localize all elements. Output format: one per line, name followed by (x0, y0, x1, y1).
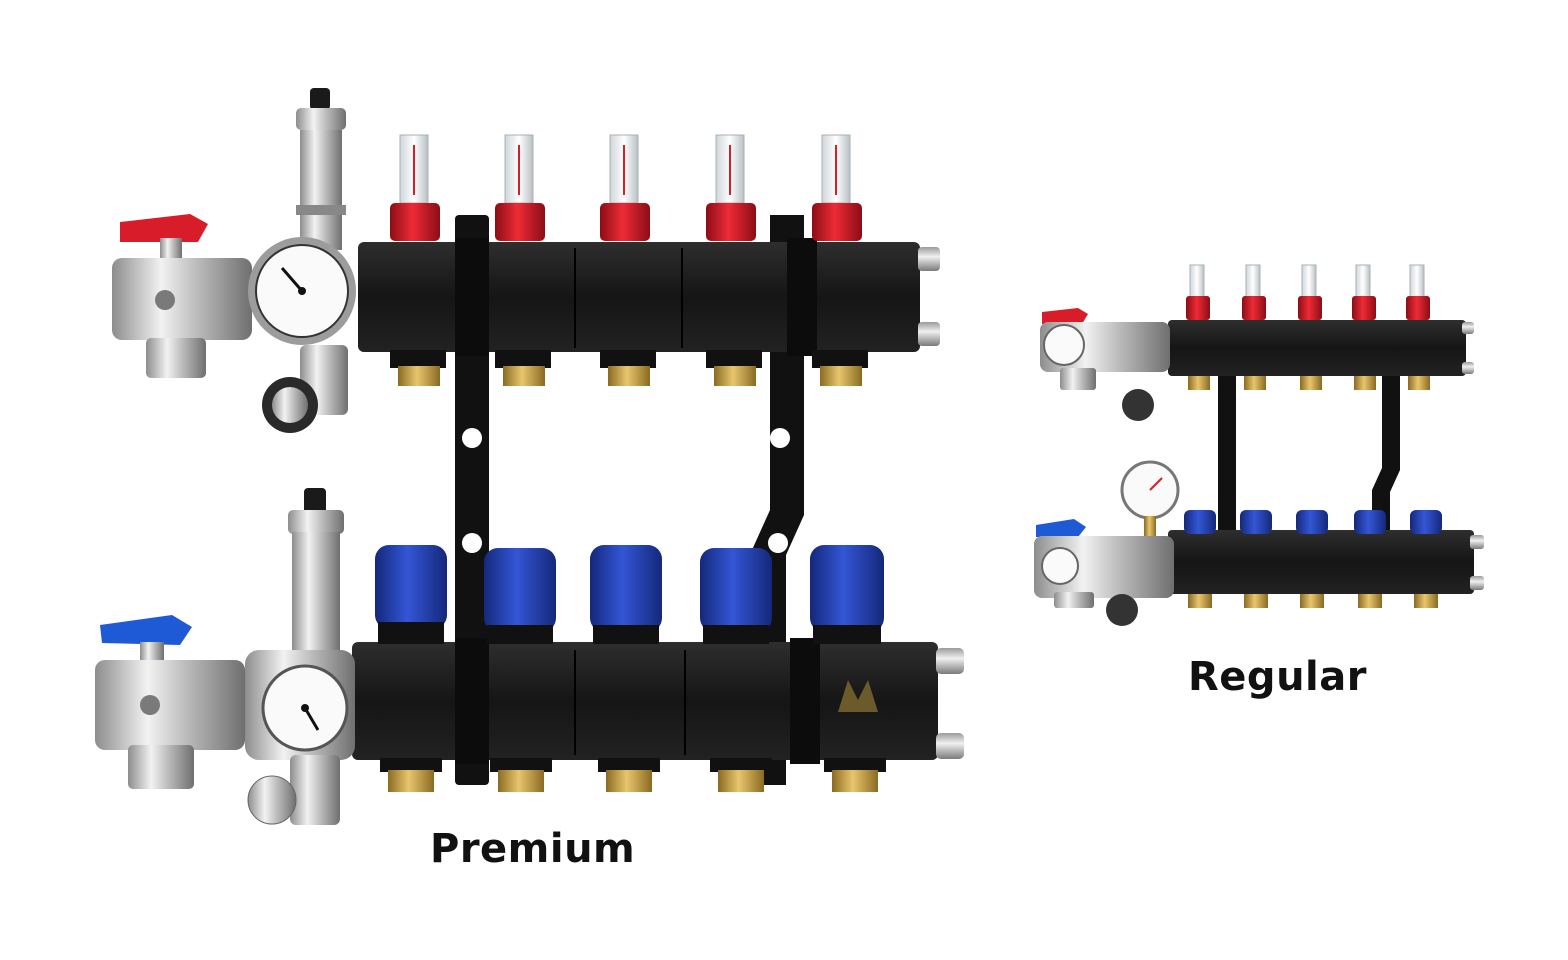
regular-manifold (1034, 264, 1484, 626)
supply-thermometer (248, 237, 356, 345)
return-valve-caps (375, 545, 884, 644)
return-outlets (380, 758, 886, 792)
flow-meters (390, 134, 862, 241)
regular-return-valve-group (1034, 460, 1180, 626)
regular-return-outlets (1188, 594, 1438, 608)
regular-supply-bar (1168, 320, 1474, 376)
regular-return-bar (1168, 530, 1484, 594)
regular-supply-valve-group (1040, 308, 1170, 421)
supply-ball-valve (112, 214, 252, 378)
return-bar (352, 638, 964, 764)
regular-bracket-left (1218, 320, 1236, 590)
regular-label: Regular (1188, 654, 1367, 700)
return-ball-valve (95, 615, 245, 789)
regular-return-caps (1184, 510, 1442, 534)
return-air-vent (288, 488, 344, 657)
premium-manifold (95, 88, 964, 825)
brand-logo (838, 680, 878, 712)
supply-drain-valve (262, 345, 348, 433)
regular-supply-outlets (1188, 376, 1430, 390)
premium-label: Premium (430, 826, 636, 872)
return-drain-valve (247, 755, 340, 825)
regular-flow-meters (1186, 264, 1430, 320)
supply-air-vent (296, 88, 346, 250)
return-thermometer (245, 650, 355, 760)
supply-bar (358, 238, 940, 356)
supply-outlets (390, 350, 868, 386)
